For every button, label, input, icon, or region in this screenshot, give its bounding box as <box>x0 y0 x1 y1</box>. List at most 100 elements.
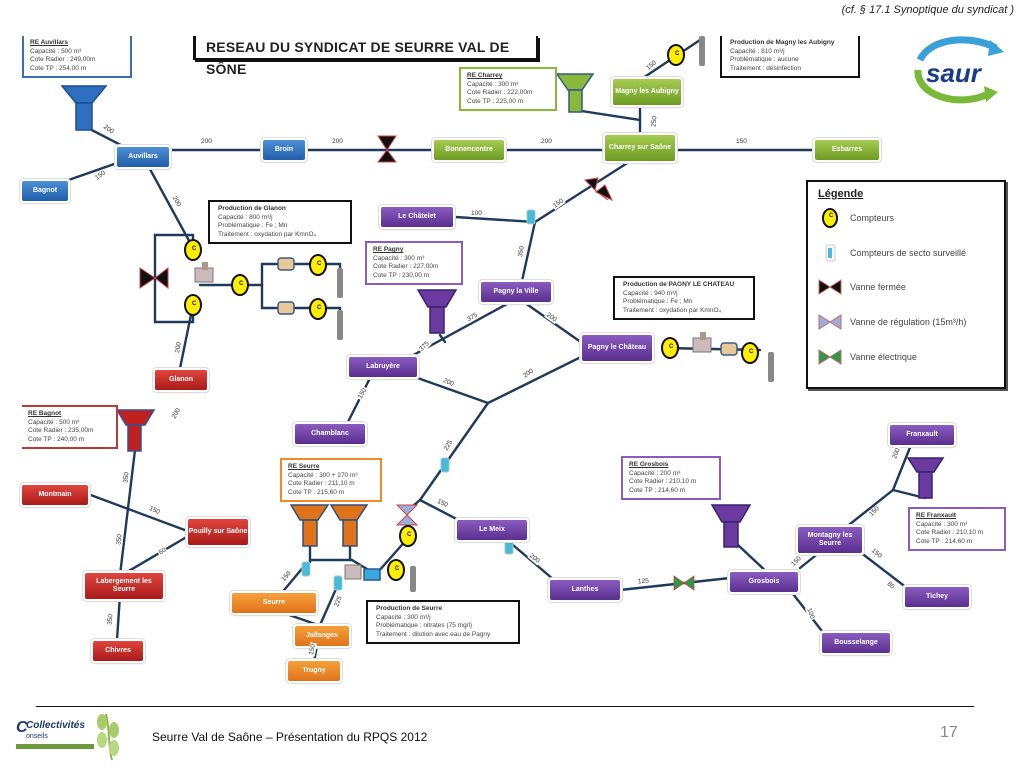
treatment-unit-icon <box>344 564 362 580</box>
node-le-meix[interactable]: Le Meix <box>457 520 527 540</box>
water-tower-seurre-1 <box>289 504 330 547</box>
legend-title: Légende <box>818 188 864 200</box>
tank-icon <box>277 301 295 315</box>
node-chivres[interactable]: Chivres <box>93 641 143 661</box>
logo-arc-blue <box>916 36 998 62</box>
sector-meter-icon <box>333 575 343 591</box>
node-glanon[interactable]: Glanon <box>155 370 207 390</box>
reservoir-capacity: Capacité : 300 m³ <box>467 80 519 88</box>
production-treatment: Traitement : oxydation par KmnO₄ <box>218 230 317 238</box>
node-auvillars[interactable]: Auvillars <box>117 147 169 167</box>
svg-text:C: C <box>317 261 322 267</box>
reservoir-title: RE Charrey <box>467 72 503 79</box>
node-montmain[interactable]: Montmain <box>22 485 88 505</box>
water-tower-bagnot <box>115 409 156 452</box>
pipe <box>176 303 195 380</box>
node-charrey-sur-saone[interactable]: Charrey sur Saône <box>605 135 675 161</box>
production-capacity: Capacité : 940 m³/j <box>623 289 678 297</box>
closed-valve-icon <box>583 177 614 202</box>
meter-icon: C <box>309 298 327 320</box>
svg-text:C: C <box>317 305 322 311</box>
node-bousselange[interactable]: Bousselange <box>822 633 890 653</box>
svg-text:C: C <box>829 213 834 219</box>
node-bagnot[interactable]: Bagnot <box>22 181 68 201</box>
node-trugny[interactable]: Trugny <box>288 661 340 681</box>
tank-icon <box>363 568 381 581</box>
svg-text:C: C <box>749 349 754 355</box>
node-broin[interactable]: Broin <box>263 140 305 160</box>
legend-item-regulation-valve: Vanne de régulation (15m³/h) <box>816 313 966 331</box>
reservoir-info-seurre: RE Seurre Capacité : 300 + 270 m³ Cote R… <box>280 458 382 502</box>
edge-label: 200 <box>540 138 553 145</box>
meter-icon: C <box>184 294 202 316</box>
pipe <box>118 448 137 577</box>
pipe <box>891 438 915 492</box>
collectivites-conseils-logo: C Collectivités onseils <box>16 713 119 761</box>
legend-label: Vanne électrique <box>850 352 917 362</box>
pipe <box>278 563 307 597</box>
production-title: Production de Magny les Aubigny <box>730 39 835 46</box>
node-labruyere[interactable]: Labruyère <box>349 357 417 377</box>
node-magny-les-aubigny[interactable]: Magny les Aubigny <box>613 79 681 105</box>
legend-label: Compteurs <box>850 213 895 223</box>
svg-text:C: C <box>669 344 674 350</box>
logo-arrow-blue <box>988 40 1004 56</box>
legend-item-meter: C Compteurs <box>816 208 895 228</box>
pipe <box>838 488 895 534</box>
node-montagny-les-seurre[interactable]: Montagny les Seurre <box>798 527 862 553</box>
electric-valve-icon <box>673 575 695 591</box>
production-treatment: Traitement : oxydation par KmnO₄ <box>623 306 722 314</box>
saur-logo: saur <box>914 36 1004 104</box>
reservoir-title: RE Franxault <box>916 512 957 519</box>
node-chamblanc[interactable]: Chamblanc <box>295 424 365 444</box>
node-le-chatelet[interactable]: Le Châtelet <box>381 207 453 227</box>
footer-divider <box>36 706 974 707</box>
tank-icon <box>720 342 738 356</box>
legend-item-closed-valve: Vanne fermée <box>816 278 906 296</box>
water-tower-charrey <box>555 73 595 113</box>
production-info-pagny-le-chateau: Production de PAGNY LE CHATEAU Capacité … <box>613 276 755 320</box>
production-info-seurre: Production de Seurre Capacité : 300 m³/j… <box>366 600 520 644</box>
node-grosbois[interactable]: Grosbois <box>730 572 798 592</box>
closed-valve-icon <box>377 135 397 163</box>
node-jallanges[interactable]: Jallanges <box>295 626 349 646</box>
production-treatment: Traitement : désinfection <box>730 64 801 72</box>
legend-label: Vanne fermée <box>850 282 906 292</box>
node-pagny-le-chateau[interactable]: Pagny le Château <box>582 335 652 361</box>
reservoir-capacity: Capacité : 500 m³ <box>28 418 80 426</box>
node-pouilly-sur-saone[interactable]: Pouilly sur Saône <box>188 519 248 545</box>
node-seurre[interactable]: Seurre <box>232 593 316 613</box>
reservoir-cote-tp: Cote TP : 254,00 m <box>30 64 87 72</box>
production-title: Production de Seurre <box>376 605 443 612</box>
pipe <box>858 550 909 590</box>
production-capacity: Capacité : 810 m³/j <box>730 47 785 55</box>
production-treatment: Traitement : dilution avec eau de Pagny <box>376 630 491 638</box>
reservoir-info-charrey: RE Charrey Capacité : 300 m³ Cote Radier… <box>459 67 557 111</box>
legend-item-sector-meter: Compteurs de secto surveillé <box>816 244 966 262</box>
production-info-glanon: Production de Glanon Capacité : 800 m³/j… <box>208 200 352 244</box>
node-lanthes[interactable]: Lanthes <box>550 580 620 600</box>
pipe <box>438 333 447 344</box>
svg-text:C: C <box>407 532 412 538</box>
node-bonnencontre[interactable]: Bonnencontre <box>434 140 504 160</box>
edge-label: 200 <box>331 138 344 145</box>
node-franxault[interactable]: Franxault <box>890 425 954 445</box>
reservoir-title: RE Seurre <box>288 463 320 470</box>
node-pagny-la-ville[interactable]: Pagny la Ville <box>481 282 551 302</box>
pipe <box>418 401 490 502</box>
outlet-pipe <box>768 352 774 382</box>
node-tichey[interactable]: Tichey <box>905 587 969 607</box>
reservoir-cote-radier: Cote Radier : 249,00m <box>30 56 96 63</box>
treatment-unit-icon <box>692 332 712 353</box>
production-info-magny: Production de Magny les Aubigny Capacité… <box>720 36 860 78</box>
production-issue: Problématique : aucune <box>730 56 799 63</box>
outlet-pipe <box>337 268 343 298</box>
reservoir-cote-radier: Cote Radier : 235,00m <box>28 427 94 434</box>
reservoir-capacity: Capacité : 500 m³ <box>30 47 82 55</box>
production-capacity: Capacité : 800 m³/j <box>218 213 273 221</box>
reservoir-cote-tp: Cote TP : 214,60 m <box>629 486 686 494</box>
node-labergement-les-seurre[interactable]: Labergement les Seurre <box>85 573 163 599</box>
node-esbarres[interactable]: Esbarres <box>815 140 879 160</box>
meter-icon: C <box>231 274 249 296</box>
reservoir-capacity: Capacité : 300 m³ <box>916 520 968 528</box>
